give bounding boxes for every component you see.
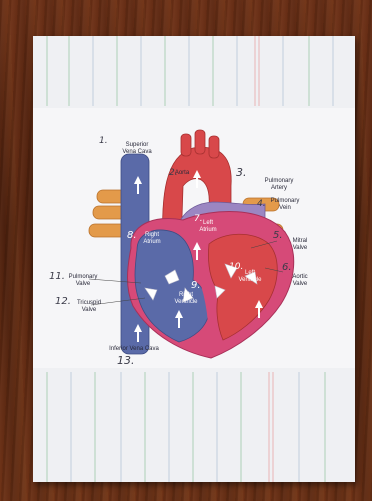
label-pulmonary-artery: Pulmonary Artery — [257, 178, 301, 191]
number-6: 6. — [282, 262, 292, 273]
number-7: 7. — [194, 214, 203, 224]
card-ruled-lines-top — [47, 36, 333, 106]
label-tricuspid-valve: Tricuspid Valve — [69, 300, 109, 313]
number-1: 1. — [99, 136, 108, 146]
label-inferior-vena-cava: Inferior Vena Cava — [99, 346, 169, 353]
label-pulmonary-vein: Pulmonary Vein — [263, 198, 307, 211]
index-card: Superior Vena Cava Aorta Pulmonary Arter… — [33, 36, 355, 482]
label-right-ventricle: Right Ventricle — [169, 292, 203, 305]
label-mitral-valve: Mitral Valve — [285, 238, 315, 251]
label-superior-vena-cava: Superior Vena Cava — [112, 142, 162, 155]
label-aortic-valve: Aortic Valve — [285, 274, 315, 287]
label-pulmonary-valve: Pulmonary Valve — [63, 274, 103, 287]
number-8: 8. — [127, 230, 137, 241]
number-9: 9. — [191, 280, 201, 291]
card-ruled-lines-bottom — [47, 372, 325, 482]
number-10: 10. — [229, 262, 243, 272]
heart-diagram — [33, 36, 355, 482]
number-5: 5. — [273, 230, 283, 241]
number-2: 2. — [169, 168, 178, 178]
number-3: 3. — [236, 166, 247, 179]
number-4: 4. — [257, 199, 266, 209]
number-12: 12. — [55, 296, 71, 307]
number-11: 11. — [49, 271, 65, 282]
number-13: 13. — [117, 354, 135, 367]
label-right-atrium: Right Atrium — [137, 232, 167, 245]
